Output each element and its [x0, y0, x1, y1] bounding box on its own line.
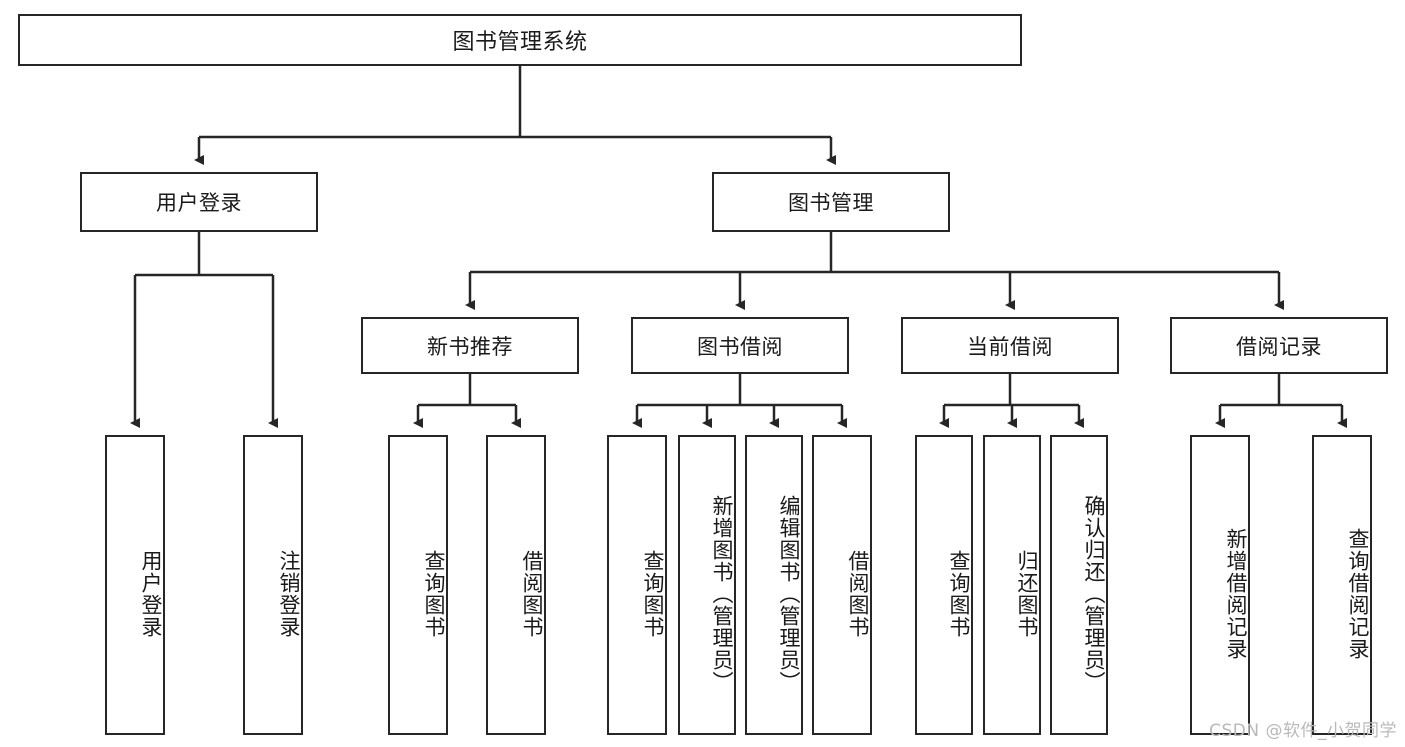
- node-root[interactable]: 图书管理系统: [18, 14, 1022, 66]
- leaf-borrow-book[interactable]: 借阅图书: [812, 435, 872, 735]
- leaf-logout-label: 注销登录: [277, 550, 301, 638]
- node-book-manage-label: 图书管理: [788, 191, 874, 215]
- node-borrow-record[interactable]: 借阅记录: [1170, 317, 1388, 374]
- leaf-query-book-borrow[interactable]: 查询图书: [607, 435, 667, 735]
- leaf-confirm-return-admin[interactable]: 确认归还（管理员）: [1050, 435, 1108, 735]
- node-borrow-record-label: 借阅记录: [1236, 334, 1322, 359]
- leaf-query-borrow-record-label: 查询借阅记录: [1346, 528, 1370, 660]
- leaf-user-login[interactable]: 用户登录: [105, 435, 165, 735]
- leaf-confirm-return-admin-label: 确认归还（管理员）: [1082, 495, 1106, 693]
- node-current-borrow[interactable]: 当前借阅: [901, 317, 1119, 374]
- leaf-add-borrow-record-label: 新增借阅记录: [1224, 528, 1248, 660]
- leaf-logout[interactable]: 注销登录: [243, 435, 303, 735]
- node-new-book-recommend-label: 新书推荐: [427, 334, 513, 359]
- leaf-add-book-admin[interactable]: 新增图书（管理员）: [678, 435, 736, 735]
- leaf-query-book-recommend-label: 查询图书: [422, 550, 446, 638]
- leaf-add-book-admin-label: 新增图书（管理员）: [710, 495, 734, 693]
- node-book-borrow[interactable]: 图书借阅: [631, 317, 849, 374]
- leaf-query-book-borrow-label: 查询图书: [641, 550, 665, 638]
- leaf-edit-book-admin[interactable]: 编辑图书（管理员）: [745, 435, 803, 735]
- leaf-query-borrow-record[interactable]: 查询借阅记录: [1312, 435, 1372, 735]
- node-book-borrow-label: 图书借阅: [697, 334, 783, 359]
- node-new-book-recommend[interactable]: 新书推荐: [361, 317, 579, 374]
- leaf-borrow-book-recommend-label: 借阅图书: [520, 550, 544, 638]
- leaf-borrow-book-recommend[interactable]: 借阅图书: [486, 435, 546, 735]
- node-root-label: 图书管理系统: [452, 30, 588, 55]
- csdn-watermark: CSDN @软件_小贺同学: [1209, 721, 1397, 741]
- leaf-borrow-book-label: 借阅图书: [846, 550, 870, 638]
- leaf-add-borrow-record[interactable]: 新增借阅记录: [1190, 435, 1250, 735]
- leaf-return-book[interactable]: 归还图书: [983, 435, 1041, 735]
- node-current-borrow-label: 当前借阅: [967, 334, 1053, 359]
- leaf-query-book-recommend[interactable]: 查询图书: [388, 435, 448, 735]
- leaf-query-book-current[interactable]: 查询图书: [915, 435, 973, 735]
- node-user-login[interactable]: 用户登录: [80, 172, 318, 232]
- leaf-query-book-current-label: 查询图书: [947, 550, 971, 638]
- node-book-manage[interactable]: 图书管理: [712, 172, 950, 232]
- leaf-return-book-label: 归还图书: [1015, 550, 1039, 638]
- node-user-login-label: 用户登录: [156, 191, 242, 215]
- leaf-user-login-label: 用户登录: [139, 550, 163, 638]
- leaf-edit-book-admin-label: 编辑图书（管理员）: [777, 495, 801, 693]
